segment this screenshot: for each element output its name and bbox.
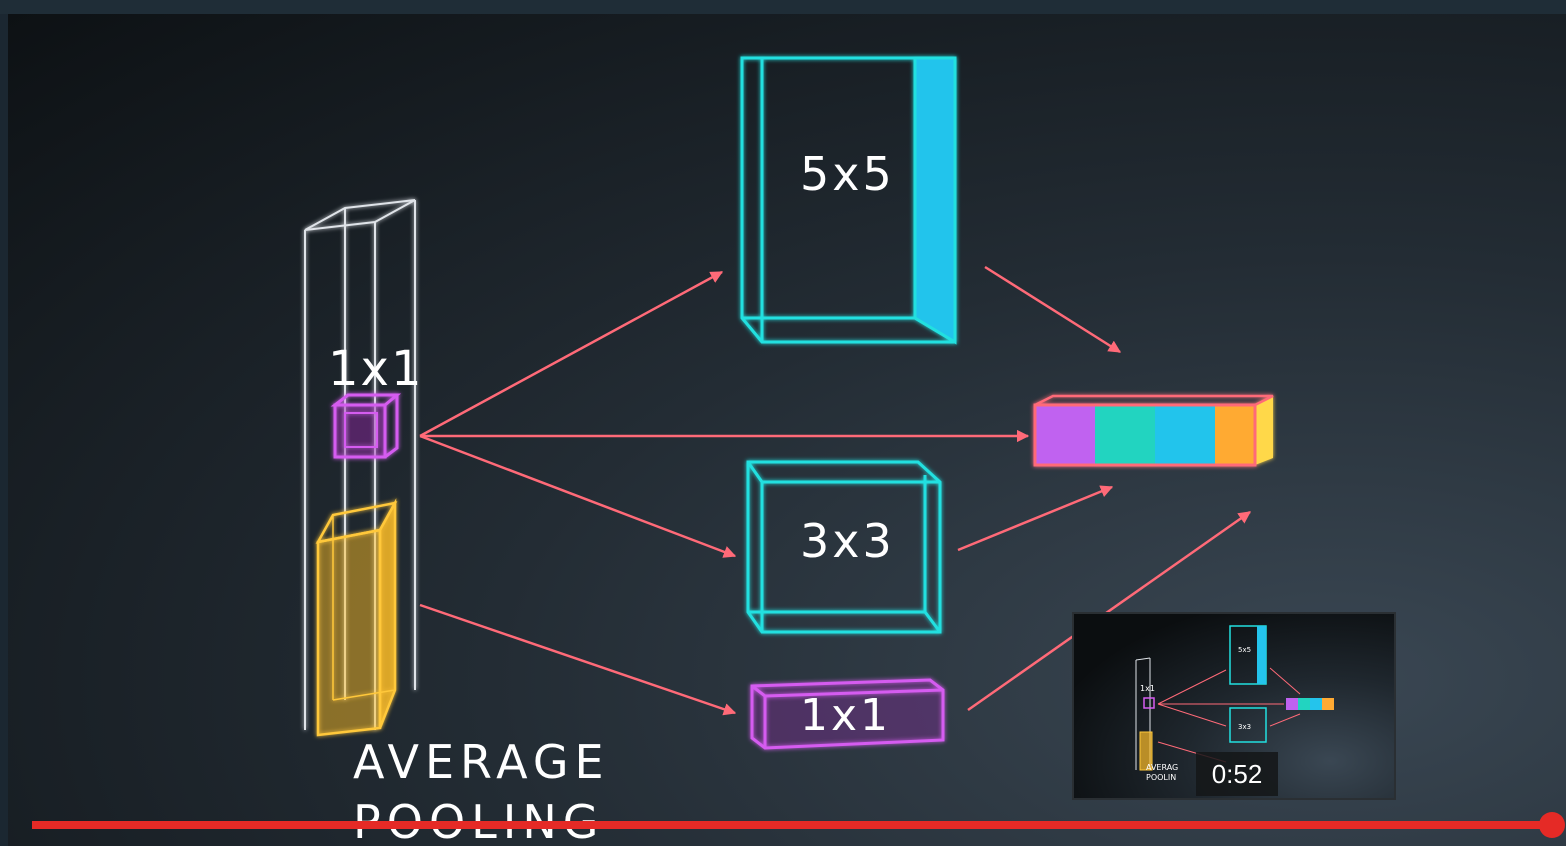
conv-1x1-block bbox=[750, 678, 945, 750]
thumb-5x5-label: 5x5 bbox=[1238, 646, 1251, 654]
thumb-1x1-label: 1x1 bbox=[1140, 684, 1155, 693]
thumb-pooling-label: POOLIN bbox=[1146, 773, 1176, 782]
output-concat bbox=[1033, 394, 1274, 467]
average-pooling-block bbox=[315, 498, 398, 737]
player-top-bar bbox=[0, 0, 1566, 14]
pool-1x1-label: 1x1 bbox=[328, 341, 423, 397]
progress-bar[interactable] bbox=[32, 812, 1565, 838]
thumb-3x3-label: 3x3 bbox=[1238, 723, 1251, 731]
video-frame[interactable]: 1x1 5x5 3x3 bbox=[8, 14, 1566, 846]
conv-3x3-block bbox=[746, 460, 942, 634]
conv-1x1-label: 1x1 bbox=[800, 690, 891, 741]
scrubber-handle[interactable] bbox=[1539, 812, 1565, 838]
thumb-average-label: AVERAG bbox=[1146, 763, 1178, 772]
average-label: AVERAGE bbox=[353, 735, 610, 789]
conv-5x5-label: 5x5 bbox=[800, 147, 895, 201]
seek-preview-thumbnail: 1x1 5x5 3x3 AVERAG POOLIN bbox=[1072, 612, 1396, 800]
preview-timestamp: 0:52 bbox=[1196, 752, 1278, 796]
inception-module-diagram: 1x1 5x5 3x3 bbox=[304, 56, 1274, 846]
arrows bbox=[419, 265, 1252, 716]
pool-cube bbox=[330, 393, 402, 459]
conv-3x3-label: 3x3 bbox=[800, 514, 895, 568]
conv-5x5-block bbox=[740, 56, 957, 345]
pooling-label: POOLING bbox=[353, 795, 604, 846]
progress-played bbox=[32, 821, 1552, 829]
